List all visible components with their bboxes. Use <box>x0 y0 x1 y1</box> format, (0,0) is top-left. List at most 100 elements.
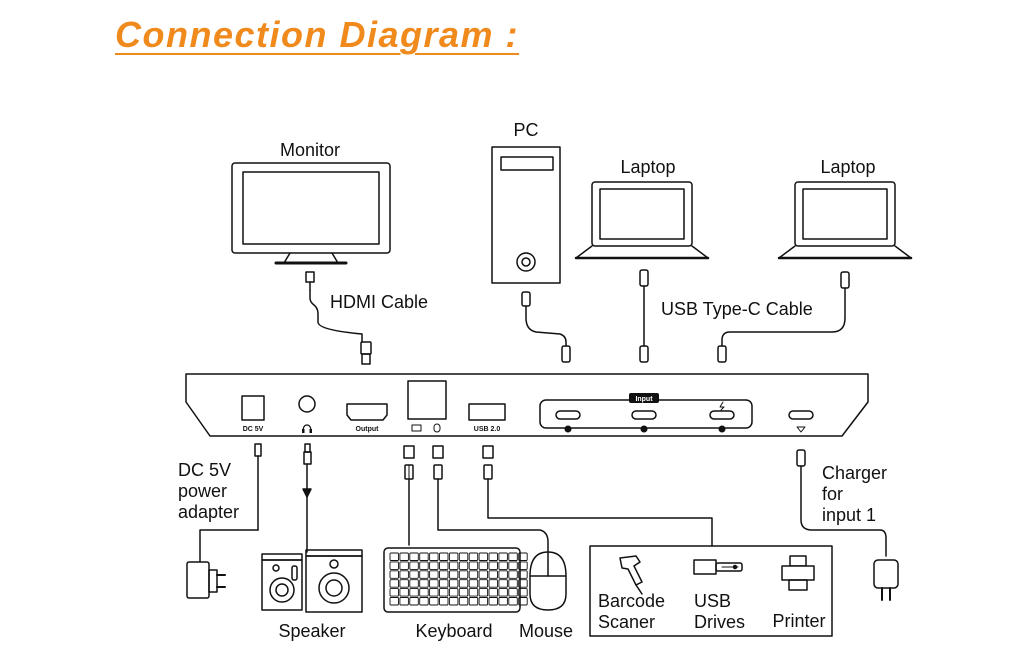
dc-power-cable <box>199 443 262 563</box>
laptop-2-icon <box>777 181 913 260</box>
pc-tower-icon <box>491 146 561 284</box>
keyboard-key-glyph <box>448 561 459 570</box>
hdmi-output-port-icon <box>346 403 388 421</box>
keyboard-key-glyph <box>389 588 399 597</box>
keyboard-key-glyph <box>478 579 489 588</box>
keyboard-key-glyph <box>498 579 508 588</box>
keyboard-key-glyph <box>508 552 518 561</box>
keyboard-label: Keyboard <box>415 621 492 641</box>
page-title: Connection Diagram : <box>115 14 520 55</box>
keyboard-key-glyph <box>518 579 528 588</box>
keyboard-key-glyph <box>468 579 479 588</box>
keyboard-key-glyph <box>389 597 399 606</box>
keyboard-key-glyph <box>409 552 419 561</box>
keyboard-key-glyph <box>419 561 429 570</box>
speaker-label: Speaker <box>278 621 345 641</box>
keyboard-key-glyph <box>498 561 508 570</box>
keyboard-key-glyph <box>468 597 479 606</box>
laptop-1-usb-c-cable <box>639 269 649 363</box>
keyboard-key-glyph <box>439 552 449 561</box>
keyboard-key-glyph <box>429 588 439 597</box>
km-usb-port-icon <box>407 380 447 433</box>
keyboard-key-glyph <box>448 588 459 597</box>
dc-label-line2: power <box>178 481 227 501</box>
input-port-group <box>539 393 753 433</box>
hdmi-cable <box>305 271 372 365</box>
dc-label-line1: DC 5V <box>178 460 231 480</box>
dc-port-label: DC 5V <box>243 426 264 433</box>
keyboard-key-glyph <box>429 561 439 570</box>
usb-c-cable-label: USB Type-C Cable <box>661 299 813 319</box>
keyboard-key-glyph <box>399 588 409 597</box>
keyboard-key-glyph <box>429 570 439 579</box>
keyboard-key-glyph <box>458 570 469 579</box>
barcode-label-line2: Scaner <box>598 612 655 632</box>
laptop-1-label: Laptop <box>620 157 675 177</box>
keyboard-key-glyph <box>498 597 508 606</box>
keyboard-key-glyph <box>439 579 449 588</box>
audio-cable <box>302 443 312 553</box>
keyboard-key-glyph <box>409 561 419 570</box>
keyboard-key-glyph <box>478 552 489 561</box>
keyboard-key-glyph <box>518 597 528 606</box>
keyboard-key-glyph <box>399 561 409 570</box>
keyboard-key-glyph <box>439 597 449 606</box>
keyboard-key-glyph <box>488 597 498 606</box>
keyboard-key-glyph <box>518 570 528 579</box>
keyboard-key-glyph <box>458 588 469 597</box>
keyboard-key-glyph <box>389 561 399 570</box>
headphone-icon <box>302 429 312 433</box>
keyboard-key-glyph <box>419 588 429 597</box>
keyboard-key-glyph <box>448 597 459 606</box>
keyboard-key-glyph <box>468 588 479 597</box>
keyboard-key-glyph <box>498 570 508 579</box>
keyboard-key-glyph <box>448 579 459 588</box>
charger-icon <box>873 559 899 601</box>
keyboard-key-glyph <box>439 570 449 579</box>
keyboard-key-glyph <box>478 597 489 606</box>
dc-label-line3: adapter <box>178 502 239 522</box>
keyboard-key-glyph <box>518 561 528 570</box>
keyboard-key-glyph <box>419 579 429 588</box>
keyboard-key-glyph <box>399 579 409 588</box>
keyboard-key-glyph <box>498 552 508 561</box>
laptop-2-usb-c-cable <box>717 271 850 363</box>
keyboard-key-glyph <box>468 570 479 579</box>
keyboard-key-glyph <box>399 552 409 561</box>
barcode-label-line1: Barcode <box>598 591 665 611</box>
keyboard-key-glyph <box>389 552 399 561</box>
speaker-icon <box>261 549 363 613</box>
keyboard-key-glyph <box>478 570 489 579</box>
keyboard-key-glyph <box>448 570 459 579</box>
charger-cable <box>796 449 887 557</box>
keyboard-key-glyph <box>389 579 399 588</box>
pc-usb-c-cable <box>521 291 571 363</box>
keyboard-key-glyph <box>419 597 429 606</box>
keyboard-key-glyph <box>468 552 479 561</box>
keyboard-key-glyph <box>468 561 479 570</box>
printer-label: Printer <box>772 611 825 631</box>
monitor-label: Monitor <box>280 140 340 160</box>
usb2-port-icon <box>468 403 506 421</box>
monitor-icon <box>231 162 391 265</box>
keyboard-key-glyph <box>429 552 439 561</box>
charger-label-line2: for <box>822 484 843 504</box>
keyboard-key-glyph <box>488 552 498 561</box>
keyboard-key-glyph <box>409 588 419 597</box>
power-adapter-icon <box>186 561 226 599</box>
mouse-label: Mouse <box>519 621 573 641</box>
usb-drive-label-line2: Drives <box>694 612 745 632</box>
keyboard-key-glyph <box>508 561 518 570</box>
keyboard-key-glyph <box>508 570 518 579</box>
input-badge-label: Input <box>635 396 653 403</box>
keyboard-key-glyph <box>478 588 489 597</box>
keyboard-key-glyph <box>488 570 498 579</box>
keyboard-key-glyph <box>439 561 449 570</box>
keyboard-key-glyph <box>508 597 518 606</box>
keyboard-key-glyph <box>448 552 459 561</box>
usb-peripherals-box <box>589 545 833 637</box>
barcode-scanner-icon <box>619 555 643 595</box>
keyboard-key-glyph <box>419 552 429 561</box>
keyboard-key-glyph <box>399 597 409 606</box>
